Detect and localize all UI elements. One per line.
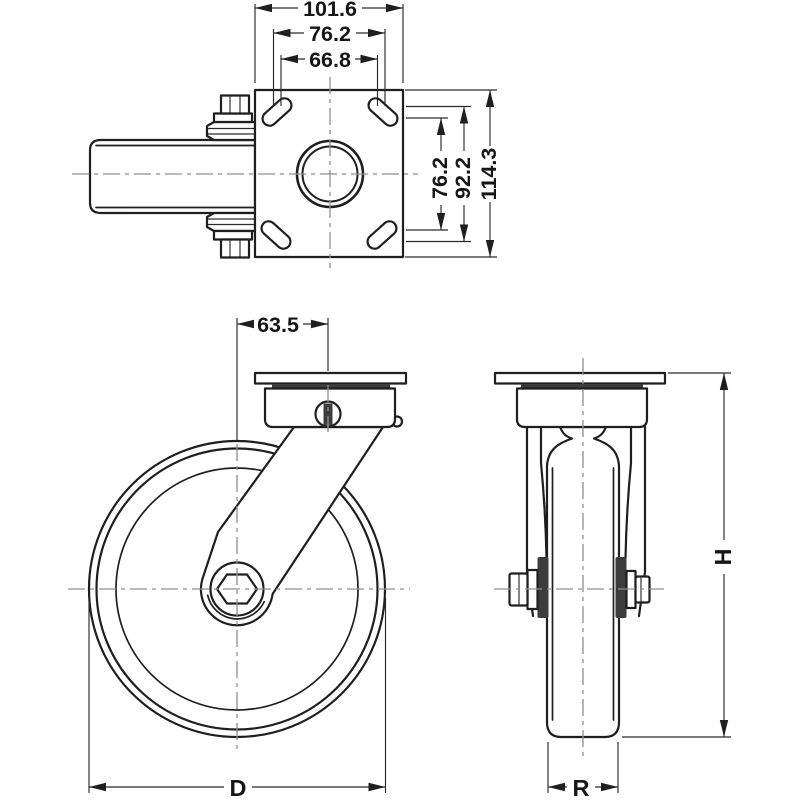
dim-wheel-width: R [573,775,590,800]
fork-bracket-top-lines [208,127,255,135]
hex-nut-top-facets [229,95,241,114]
bolt-slot-top-left [261,97,293,127]
axle-plate-right [615,557,627,618]
axle-plate-left [537,557,549,618]
washer-bottom [212,229,254,241]
dim-overall-height: H [710,549,736,566]
top-view: 101.6 76.2 66.8 76.2 92.2 114.3 [72,0,501,268]
dim-plate-height-slot-outer: 92.2 [451,157,475,199]
top-view-dimensions-vertical: 76.2 92.2 114.3 [405,89,501,258]
washer-top [212,112,254,124]
hex-nut-top [219,94,251,115]
dim-plate-width-slot-centers: 76.2 [309,22,351,46]
front-diameter-dimension: D [88,598,387,800]
dim-plate-height-slot-centers: 76.2 [428,157,452,199]
dim-plate-height-overall: 114.3 [477,148,501,201]
kingpin-bolt-slot [323,403,333,425]
top-plate-front [253,371,408,385]
swivel-housing-side [515,387,649,429]
top-plate-side [493,371,667,385]
wheel-top-outline [88,138,257,215]
bolt-slot-bottom-left [260,220,292,250]
fork-bracket-bottom [205,211,257,233]
fork-bracket-top [205,120,257,142]
bolt-slot-top-right [367,97,399,127]
front-offset-dimension: 63.5 [236,313,329,440]
front-view: 63.5 D [68,313,410,800]
hex-nut-bottom-facets [229,239,241,258]
bolt-slot-bottom-right [366,220,398,250]
dim-swivel-offset: 63.5 [257,313,299,337]
side-height-dimension: H [622,372,736,738]
dim-plate-width-slot-inner: 66.8 [309,48,351,72]
dim-plate-width-overall: 101.6 [303,0,357,21]
dim-wheel-diameter: D [230,775,247,800]
raceway-seal-front [272,384,390,390]
side-view: H R [493,358,736,800]
fork-leg-left-inner [539,425,548,560]
side-width-dimension: R [547,742,619,800]
top-view-dimensions-horizontal: 101.6 76.2 66.8 [254,0,404,106]
fork-bracket-bottom-lines [208,218,255,226]
fork-leg-right-inner [624,425,633,560]
hex-nut-bottom [219,238,251,259]
raceway-seal-side [521,384,643,390]
fork-lobe-inner-arc [206,594,266,620]
